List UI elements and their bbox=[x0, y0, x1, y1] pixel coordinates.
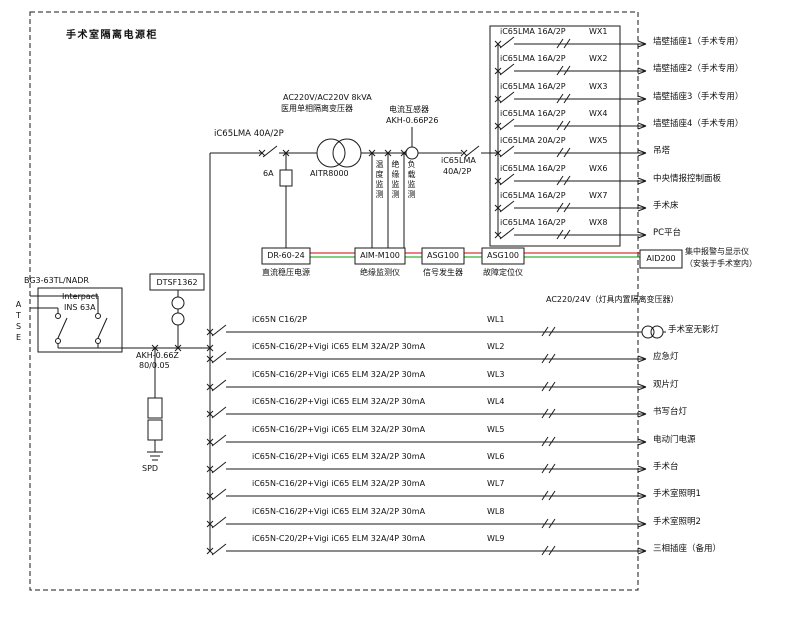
alarm-model-label: AID200 bbox=[646, 254, 676, 263]
ct-model-label: AKH-0.66P26 bbox=[386, 116, 439, 125]
wiring-lines bbox=[30, 36, 666, 556]
outlet-wire-label: WX1 bbox=[589, 27, 608, 36]
device-name-label: 绝缘监测仪 bbox=[360, 268, 400, 277]
lighting-wire-label: WL2 bbox=[487, 342, 505, 351]
lighting-wire-label: WL1 bbox=[487, 315, 505, 324]
outlet-breaker-label: iC65LMA 16A/2P bbox=[500, 164, 566, 173]
outgoing-breaker-rating-label: 40A/2P bbox=[443, 167, 472, 176]
lighting-breaker-label: iC65N-C16/2P+Vigi iC65 ELM 32A/2P 30mA bbox=[252, 425, 426, 434]
outlet-load-label: 墙壁插座2（手术专用） bbox=[653, 64, 744, 74]
lighting-load-label: 手术室照明2 bbox=[653, 517, 701, 527]
switch-model-label: INS 63A bbox=[64, 303, 96, 312]
lighting-load-label: 手术室照明1 bbox=[653, 489, 701, 499]
device-name-label: 直流稳压电源 bbox=[262, 268, 310, 277]
main-breaker-label: iC65LMA 40A/2P bbox=[214, 129, 284, 139]
outlet-breaker-label: iC65LMA 16A/2P bbox=[500, 27, 566, 36]
lighting-load-label: 电动门电源 bbox=[653, 435, 696, 445]
atse-box bbox=[37, 287, 123, 353]
lighting-load-label: 手术室无影灯 bbox=[668, 325, 720, 335]
outlet-wire-label: WX4 bbox=[589, 109, 608, 118]
transformer-name-label: 医用单相隔离变压器 bbox=[281, 104, 353, 113]
meter-box bbox=[149, 273, 205, 291]
incoming-device-label: BG3-63TL/NADR bbox=[24, 276, 89, 285]
outlet-load-label: PC平台 bbox=[653, 228, 682, 238]
lighting-load-label: 书写台灯 bbox=[653, 407, 688, 417]
outlet-breaker-label: iC65LMA 16A/2P bbox=[500, 82, 566, 91]
lighting-breaker-label: iC65N-C16/2P+Vigi iC65 ELM 32A/2P 30mA bbox=[252, 370, 426, 379]
device-name-label: 信号发生器 bbox=[423, 268, 463, 277]
alarm-note-label: （安装于手术室内） bbox=[685, 259, 757, 268]
device-name-label: 故障定位仪 bbox=[483, 268, 523, 277]
lighting-breaker-label: iC65N C16/2P bbox=[252, 315, 307, 324]
incoming-ct-ratio-label: 80/0.05 bbox=[139, 361, 170, 370]
lighting-load-label: 手术台 bbox=[653, 462, 679, 472]
incoming-ct-model-label: AKH-0.66Z bbox=[136, 351, 179, 360]
lighting-wire-label: WL6 bbox=[487, 452, 505, 461]
fuse-rating-label: 6A bbox=[263, 169, 274, 178]
lighting-breaker-label: iC65N-C16/2P+Vigi iC65 ELM 32A/2P 30mA bbox=[252, 397, 426, 406]
outlet-load-label: 吊塔 bbox=[653, 146, 671, 156]
outlet-wire-label: WX8 bbox=[589, 218, 608, 227]
lighting-load-label: 三相插座（备用） bbox=[653, 544, 722, 554]
monitor-temp-label: 温度监测 bbox=[375, 160, 384, 200]
outlet-load-label: 墙壁插座1（手术专用） bbox=[653, 37, 744, 47]
lighting-wire-label: WL3 bbox=[487, 370, 505, 379]
drawing-title: 手术室隔离电源柜 bbox=[66, 30, 158, 41]
outlet-load-label: 墙壁插座3（手术专用） bbox=[653, 92, 744, 102]
lighting-load-label: 应急灯 bbox=[653, 352, 679, 362]
device-model-label: ASG100 bbox=[486, 251, 520, 260]
monitor-load-label: 负载监测 bbox=[407, 160, 416, 200]
outlet-load-label: 中央情报控制面板 bbox=[653, 174, 722, 184]
lighting-wire-label: WL7 bbox=[487, 479, 505, 488]
device-boxes bbox=[261, 247, 683, 269]
meter-model-label: DTSF1362 bbox=[156, 278, 198, 287]
atse-label: ATSE bbox=[14, 300, 23, 344]
lighting-breaker-label: iC65N-C16/2P+Vigi iC65 ELM 32A/2P 30mA bbox=[252, 479, 426, 488]
outlet-wire-label: WX7 bbox=[589, 191, 608, 200]
outlet-wire-label: WX5 bbox=[589, 136, 608, 145]
spd-symbol bbox=[147, 397, 163, 441]
outlet-breaker-label: iC65LMA 20A/2P bbox=[500, 136, 566, 145]
lighting-breaker-label: iC65N-C16/2P+Vigi iC65 ELM 32A/2P 30mA bbox=[252, 452, 426, 461]
outlet-breaker-label: iC65LMA 16A/2P bbox=[500, 54, 566, 63]
outlet-wire-label: WX3 bbox=[589, 82, 608, 91]
outlet-wire-label: WX2 bbox=[589, 54, 608, 63]
current-transformer-symbol bbox=[405, 146, 419, 160]
spd-label: SPD bbox=[142, 464, 159, 473]
lighting-load-label: 观片灯 bbox=[653, 380, 679, 390]
device-model-label: DR-60-24 bbox=[267, 251, 305, 260]
ct-name-label: 电流互感器 bbox=[389, 105, 429, 114]
lighting-wire-label: WL9 bbox=[487, 534, 505, 543]
cabinet-dashed-border bbox=[29, 11, 639, 591]
monitor-insulation-label: 绝缘监测 bbox=[391, 160, 400, 200]
transformer-spec-label: AC220V/AC220V 8kVA bbox=[283, 93, 372, 102]
lighting-breaker-label: iC65N-C16/2P+Vigi iC65 ELM 32A/2P 30mA bbox=[252, 342, 426, 351]
outlet-load-label: 手术床 bbox=[653, 201, 679, 211]
device-model-label: ASG100 bbox=[426, 251, 460, 260]
alarm-name-label: 集中报警与显示仪 bbox=[685, 247, 749, 256]
outlet-breaker-label: iC65LMA 16A/2P bbox=[500, 191, 566, 200]
device-model-label: AIM-M100 bbox=[360, 251, 400, 260]
alarm-bus-lines bbox=[298, 252, 641, 258]
lighting-transformer-note: AC220/24V（灯具内置隔离变压器） bbox=[546, 295, 679, 304]
outgoing-breaker-model-label: iC65LMA bbox=[441, 156, 476, 165]
fuse-symbol bbox=[279, 169, 293, 187]
lighting-breaker-label: iC65N-C16/2P+Vigi iC65 ELM 32A/2P 30mA bbox=[252, 507, 426, 516]
lighting-wire-label: WL4 bbox=[487, 397, 505, 406]
outlet-wire-label: WX6 bbox=[589, 164, 608, 173]
outlet-breaker-label: iC65LMA 16A/2P bbox=[500, 109, 566, 118]
transformer-model-label: AITR8000 bbox=[310, 169, 349, 178]
isolation-transformer-symbol bbox=[316, 138, 362, 168]
lighting-breaker-label: iC65N-C20/2P+Vigi iC65 ELM 32A/4P 30mA bbox=[252, 534, 426, 543]
outlet-load-label: 墙壁插座4（手术专用） bbox=[653, 119, 744, 129]
outlet-breaker-label: iC65LMA 16A/2P bbox=[500, 218, 566, 227]
switch-brand-label: Interpact bbox=[62, 292, 99, 301]
outlet-group-box bbox=[489, 25, 621, 247]
lighting-wire-label: WL5 bbox=[487, 425, 505, 434]
lighting-wire-label: WL8 bbox=[487, 507, 505, 516]
